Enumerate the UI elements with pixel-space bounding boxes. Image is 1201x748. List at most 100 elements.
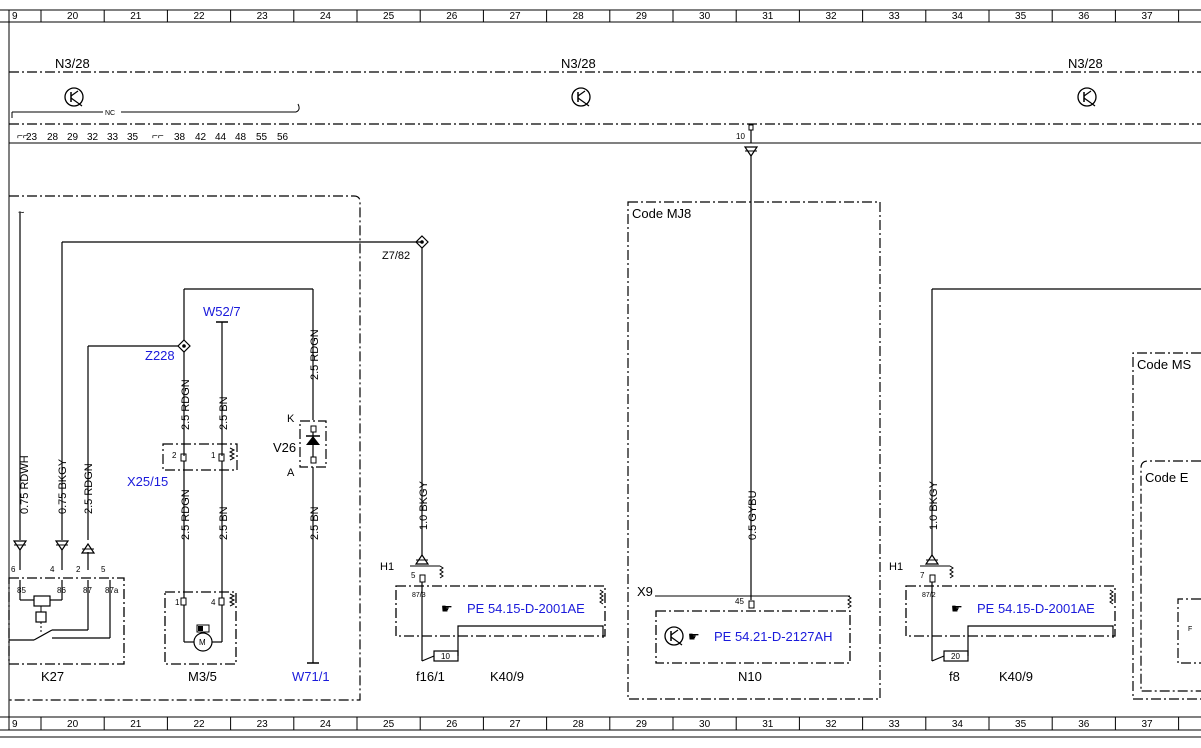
wire-label: 2.5 RDGN (309, 329, 321, 380)
pin-label: 6 (11, 565, 16, 574)
ruler-column-label: 28 (573, 719, 585, 730)
k40-9-left-label: K40/9 (490, 669, 524, 684)
ruler-column-label: 36 (1078, 719, 1090, 730)
pin-label: 32 (87, 132, 99, 143)
pin-10-label: 10 (736, 132, 745, 141)
z7-82-label: Z7/82 (382, 250, 410, 262)
transistor-icon (64, 87, 84, 107)
k40-9-left-module: 1.0 BKGY H1 5 87/3 ☛ PE 54.15-D-2001AE 1… (380, 480, 606, 684)
code-ms-label: Code MS (1137, 357, 1192, 372)
pin-label: 5 (101, 565, 106, 574)
motor-icon (193, 632, 213, 652)
pin-label: 4 (50, 565, 55, 574)
ruler-column-label: 22 (193, 719, 205, 730)
ruler-column-label: 26 (446, 11, 458, 22)
motor-symbol: M (199, 638, 206, 647)
w52-7-label: W52/7 (203, 304, 241, 319)
transistor-icon (1077, 87, 1097, 107)
pin-label: 33 (107, 132, 119, 143)
k40-right-reference: PE 54.15-D-2001AE (977, 601, 1095, 616)
ruler-column-label: 20 (67, 719, 79, 730)
ruler-column-label: 29 (636, 11, 648, 22)
ruler-column-label: 29 (636, 719, 648, 730)
n10-label: N10 (738, 669, 762, 684)
wire-label: 1.0 BKGY (418, 480, 430, 530)
pin-label: 42 (195, 132, 207, 143)
ruler-column-label: 37 (1141, 11, 1153, 22)
ruler-column-label: 35 (1015, 719, 1027, 730)
pin-label: 85 (17, 586, 26, 595)
ruler-column-label: 34 (952, 719, 964, 730)
k40-left-reference: PE 54.15-D-2001AE (467, 601, 585, 616)
ruler-column-label: 9 (12, 11, 18, 22)
pin-label: 2 (172, 451, 177, 460)
hand-icon: ☛ (441, 601, 453, 616)
left-module-frame (9, 195, 361, 701)
w71-1-label: W71/1 (292, 669, 330, 684)
pin-label: 56 (277, 132, 289, 143)
k27-relay: 0.75 RDWH 0.75 BKGY 2.5 RDGN 6 4 2 5 85 … (8, 212, 178, 684)
ruler-column-label: 35 (1015, 11, 1027, 22)
diode-icon (306, 436, 320, 445)
m3-5-motor-circuit: Z228 W52/7 2.5 RDGN 2.5 BN 2 1 X25/15 2.… (127, 288, 313, 684)
wire-label: 0.5 GYBU (747, 490, 759, 540)
k40-9-right-label: K40/9 (999, 669, 1033, 684)
z228-label: Z228 (145, 348, 175, 363)
v26-k-label: K (287, 413, 295, 425)
ruler-column-label: 30 (699, 719, 711, 730)
hand-icon: ☛ (688, 629, 700, 644)
k40-9-right-module: 1.0 BKGY H1 7 87/2 ☛ PE 54.15-D-2001AE 2… (889, 288, 1201, 684)
m3-5-label: M3/5 (188, 669, 217, 684)
pin-label: 44 (215, 132, 227, 143)
pin-label: 29 (67, 132, 79, 143)
pin-label: 87/2 (922, 592, 936, 599)
fuse-value: 20 (951, 652, 960, 661)
wire-label: 2.5 BN (309, 506, 321, 540)
f8-label: f8 (949, 669, 960, 684)
ruler-column-label: 20 (67, 11, 79, 22)
wire-label: 2.5 RDGN (83, 463, 95, 514)
ruler-column-label: 27 (509, 11, 521, 22)
ruler-column-label: 25 (383, 11, 395, 22)
ruler-column-label: 25 (383, 719, 395, 730)
wire-label: 0.75 BKGY (57, 458, 69, 514)
v26-label: V26 (273, 440, 296, 455)
wire-label: 2.5 BN (218, 396, 230, 430)
transistor-icon (664, 626, 684, 646)
nc-label: NC (105, 110, 115, 117)
code-ms-module: Code MS Code E F (1132, 352, 1201, 700)
pin-label: 5 (411, 571, 416, 580)
wire-label: 0.75 RDWH (19, 455, 31, 514)
ruler-column-label: 23 (257, 719, 269, 730)
code-e-label: Code E (1145, 470, 1189, 485)
pin-label: 4 (211, 598, 216, 607)
x25-15-label: X25/15 (127, 474, 168, 489)
pin-label: 45 (735, 597, 744, 606)
ruler-column-label: 24 (320, 719, 332, 730)
transistor-icon (571, 87, 591, 107)
z7-82-junction: Z7/82 (62, 235, 429, 555)
ruler-column-label: 32 (825, 11, 837, 22)
ruler-column-label: 26 (446, 719, 458, 730)
v26-a-label: A (287, 467, 295, 479)
ruler-column-label: 23 (257, 11, 269, 22)
wire-label: 2.5 RDGN (180, 379, 192, 430)
pin-label: 7 (920, 571, 925, 580)
code-mj8-module: Code MJ8 0.5 GYBU X9 45 ☛ PE 54.21-D-212… (627, 146, 881, 700)
ruler-column-label: 37 (1141, 719, 1153, 730)
v26-diode-circuit: 2.5 RDGN K V26 A 2.5 BN W71/1 (273, 289, 330, 684)
n10-reference: PE 54.21-D-2127AH (714, 629, 833, 644)
n3-28-label-1: N3/28 (55, 56, 90, 71)
ruler-column-label: 28 (573, 11, 585, 22)
tilde-mark: ~ (18, 207, 24, 219)
ruler-column-label: 33 (889, 11, 901, 22)
n3-28-label-3: N3/28 (1068, 56, 1103, 71)
break-mark-2: ⌐⌐ (152, 131, 164, 142)
wire-label: 1.0 BKGY (928, 480, 940, 530)
pin-label: 35 (127, 132, 139, 143)
fuse-value: 10 (441, 652, 450, 661)
ruler-column-label: 21 (130, 719, 142, 730)
